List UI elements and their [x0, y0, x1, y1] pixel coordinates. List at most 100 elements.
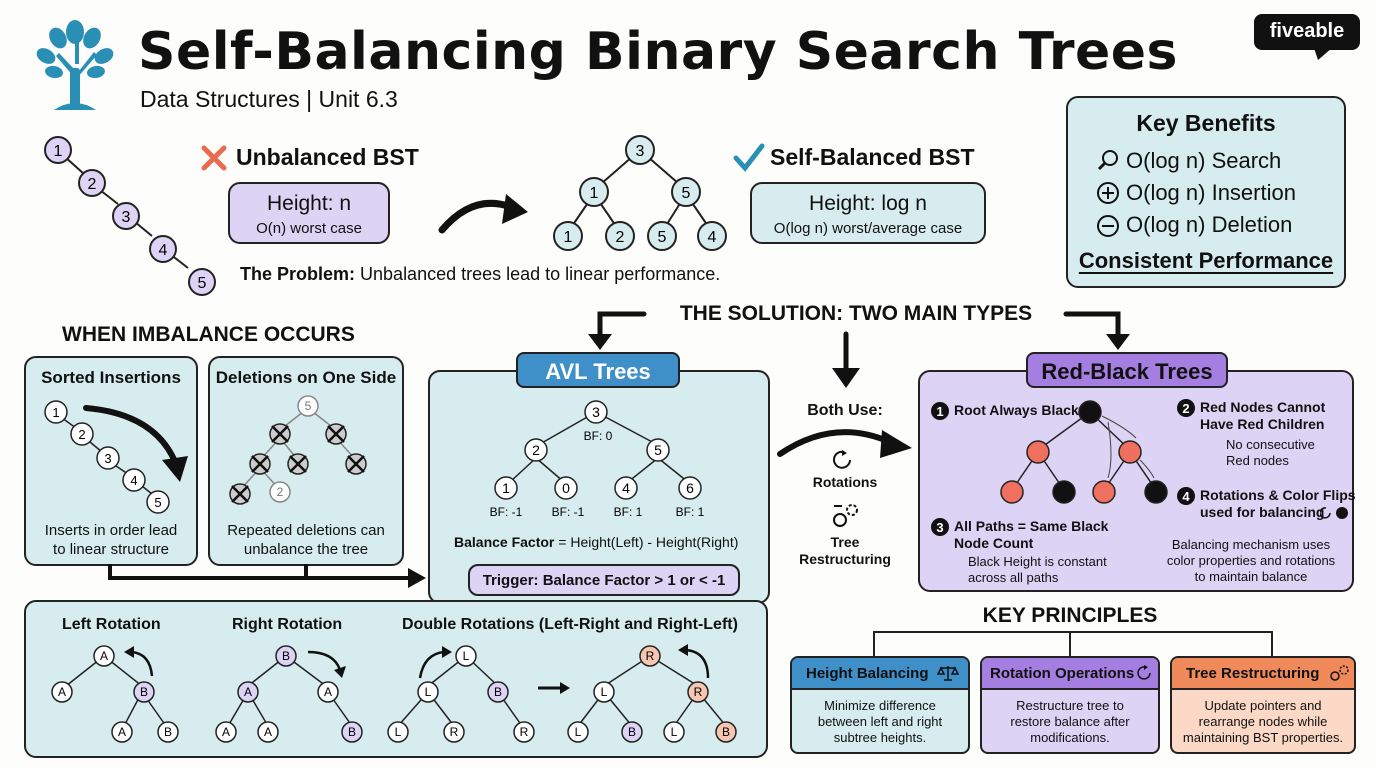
benefit-insertion: O(log n) Insertion	[1126, 180, 1296, 205]
avl-node: 1	[502, 480, 510, 496]
brand-badge[interactable]: fiveable	[1254, 14, 1360, 60]
rot-node: R	[520, 725, 529, 739]
balanced-case: O(log n) worst/average case	[773, 220, 963, 237]
both-use-label: Both Use:	[807, 402, 883, 419]
benefit-search: O(log n) Search	[1126, 148, 1282, 173]
chain-node: 2	[88, 176, 97, 193]
avl-node: 2	[532, 442, 540, 458]
check-icon	[733, 143, 765, 172]
avl-bf-root: BF: 0	[584, 429, 613, 443]
imbalance-heading: WHEN IMBALANCE OCCURS	[62, 323, 355, 346]
rule3-sub-1: Black Height is constant	[968, 554, 1107, 569]
rule1-number: 1	[936, 404, 943, 419]
tree-node: 5	[658, 229, 667, 246]
color-flip-icon	[1320, 507, 1348, 519]
right-rotation-diagram: B A A A A B	[215, 645, 363, 743]
rot-node: A	[244, 685, 252, 699]
formula-label: Balance Factor	[454, 534, 555, 550]
double-rotation-after-diagram: R L R L B L B	[567, 644, 737, 743]
principle-line: between left and right	[817, 714, 943, 729]
deletions-card: Deletions on One Side 5 2 Repeated delet…	[208, 356, 404, 566]
deletions-node: 5	[305, 399, 312, 413]
balanced-tree-diagram: 3 1 5 1 2 5 4	[553, 135, 727, 251]
sorted-node: 3	[104, 451, 111, 466]
rot-node: A	[222, 725, 230, 739]
principle-line: Minimize difference	[824, 698, 936, 713]
rule2-badge: 2	[1177, 399, 1195, 417]
rot-node: L	[671, 725, 678, 739]
benefit-deletion: O(log n) Deletion	[1126, 212, 1293, 237]
both-use-rotations: Rotations	[812, 474, 878, 490]
tree-icon	[36, 20, 114, 110]
avl-trigger: Trigger: Balance Factor > 1 or < -1	[468, 564, 740, 596]
search-icon	[1097, 150, 1118, 171]
rbt-tab: Red-Black Trees	[1026, 352, 1228, 388]
principle-title-rotation: Rotation Operations	[990, 665, 1135, 682]
scale-icon	[936, 666, 960, 681]
rot-node: B	[722, 725, 730, 739]
unbalanced-height: Height: n	[266, 192, 352, 215]
rot-node: L	[395, 725, 402, 739]
principle-title-height: Height Balancing	[806, 665, 929, 682]
avl-tree-diagram: 3 2 5 1 0 4 6 BF: 0 BF: -1 BF: -1 BF: 1 …	[490, 400, 705, 519]
principle-line: modifications.	[1030, 730, 1110, 745]
rot-node: L	[425, 685, 432, 699]
rule4-line1: Rotations & Color Flips	[1200, 487, 1356, 503]
transform-arrow	[438, 194, 528, 234]
avl-node: 6	[686, 480, 694, 496]
unbalanced-chain-diagram: 1 2 3 4 5	[44, 136, 216, 296]
both-use-restructuring-1: Tree	[830, 534, 860, 550]
principles-heading: KEY PRINCIPLES	[982, 604, 1158, 627]
left-rotation-diagram: A A B A B	[51, 645, 179, 743]
problem-label: The Problem:	[240, 264, 356, 284]
rot-node: A	[324, 685, 332, 699]
principle-line: rearrange nodes while	[1198, 714, 1328, 729]
principle-line: maintaining BST properties.	[1182, 730, 1344, 745]
rule2-line2: Have Red Children	[1200, 416, 1325, 432]
rbt-mechanism-1: Balancing mechanism uses	[1171, 537, 1331, 552]
sorted-caption-1: Inserts in order lead	[44, 522, 178, 539]
rot-node: A	[118, 725, 126, 739]
principle-line: restore balance after	[1010, 714, 1130, 729]
rot-node: B	[348, 725, 356, 739]
principles-connector	[873, 631, 1273, 656]
both-use-restructuring-2: Restructuring	[799, 551, 891, 567]
avl-node: 3	[592, 404, 600, 420]
principle-card-restructuring: Tree Restructuring Update pointers and r…	[1170, 656, 1356, 754]
sorted-node: 5	[154, 495, 161, 510]
avl-bf-label: BF: -1	[490, 505, 523, 519]
rot-node: B	[140, 685, 148, 699]
rot-node: A	[58, 685, 66, 699]
principle-line: Update pointers and	[1204, 698, 1322, 713]
rule4-line2: used for balancing	[1200, 504, 1325, 520]
problem-statement: The Problem: Unbalanced trees lead to li…	[240, 264, 720, 285]
rotate-icon	[833, 450, 851, 469]
double-rotation-title: Double Rotations (Left-Right and Right-L…	[402, 616, 738, 633]
chain-node: 5	[198, 275, 207, 292]
sorted-title: Sorted Insertions	[41, 368, 181, 387]
tree-node: 4	[708, 229, 717, 246]
sorted-chain-diagram: 1 2 3 4 5	[44, 400, 188, 514]
imbalance-to-avl-arrow	[108, 564, 426, 588]
rule2-line1: Red Nodes Cannot	[1200, 399, 1326, 415]
rule3-number: 3	[936, 520, 943, 535]
double-rotation-before-diagram: L L B L R R	[387, 645, 535, 743]
key-benefits-card: Key Benefits O(log n) Search O(log n) In…	[1066, 96, 1346, 288]
principle-header-height: Height Balancing	[792, 658, 968, 690]
rot-node: R	[694, 685, 703, 699]
sorted-node: 2	[78, 427, 85, 442]
rule1-text: Root Always Black	[954, 402, 1079, 418]
both-use-arrow	[777, 429, 912, 458]
chain-node: 3	[122, 209, 131, 226]
tree-node: 5	[682, 185, 691, 202]
rule4-badge: 4	[1177, 487, 1195, 505]
gears-icon	[1330, 665, 1349, 681]
rbt-tree-diagram	[1000, 400, 1168, 504]
unbalanced-title: Unbalanced BST	[236, 144, 419, 170]
rot-node: A	[100, 649, 108, 663]
rot-node: B	[164, 725, 172, 739]
page-title: Self-Balancing Binary Search Trees	[138, 22, 1178, 82]
sorted-node: 4	[130, 473, 137, 488]
formula-text: = Height(Left) - Height(Right)	[558, 534, 739, 550]
rotate-icon	[1137, 665, 1151, 680]
